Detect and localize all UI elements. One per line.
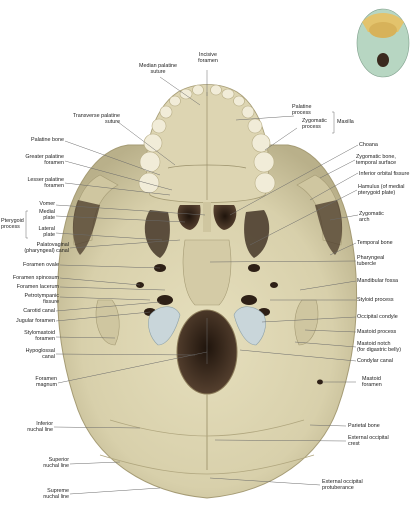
label-transverse-palatine-suture: Transverse palatine suture bbox=[72, 113, 120, 126]
label-median-palatine-suture: Median palatine suture bbox=[138, 63, 178, 76]
label-pharyngeal-tubercle: Pharyngeal tubercle bbox=[357, 255, 385, 268]
label-pterygoid-process: Pterygoid process bbox=[1, 218, 24, 231]
label-supreme-nuchal-line: Supreme nuchal line bbox=[43, 488, 69, 501]
label-inferior-nuchal-line: Inferior nuchal line bbox=[27, 421, 53, 434]
hard-palate bbox=[145, 84, 270, 203]
label-palatovaginal-canal: Palatovaginal (pharyngeal) canal bbox=[24, 242, 69, 255]
label-greater-palatine-foramen: Greater palatine foramen bbox=[25, 154, 64, 167]
label-carotid-canal: Carotid canal bbox=[23, 308, 55, 314]
label-external-occipital-crest: External occipital crest bbox=[348, 435, 389, 448]
label-zygomatic-arch: Zygomatic arch bbox=[359, 211, 384, 224]
temporal-fossa-left bbox=[72, 200, 100, 255]
label-hypoglossal-canal: Hypoglossal canal bbox=[25, 348, 55, 361]
label-foramen-lacerum: Foramen lacerum bbox=[16, 284, 59, 290]
mastoid-left bbox=[95, 299, 120, 346]
nuchal-lines bbox=[99, 419, 315, 475]
label-incisive-foramen: Incisive foramen bbox=[198, 52, 218, 65]
label-zygomatic-process: Zygomatic process bbox=[302, 118, 327, 131]
pterygoid-right bbox=[244, 210, 270, 258]
label-palatine-bone: Palatine bone bbox=[31, 137, 64, 143]
label-palatine-process: Palatine process bbox=[292, 104, 312, 117]
label-superior-nuchal-line: Superior nuchal line bbox=[43, 457, 69, 470]
label-stylomastoid-foramen: Stylomastoid foramen bbox=[24, 330, 55, 343]
label-inferior-orbital-fissure: Inferior orbital fissure bbox=[359, 171, 410, 177]
label-maxilla: Maxilla bbox=[337, 119, 354, 125]
pterygoid-left bbox=[144, 210, 170, 258]
occipital-condyle-right bbox=[233, 306, 266, 346]
label-occipital-condyle: Occipital condyle bbox=[357, 314, 398, 320]
temporal-fossa-right bbox=[315, 200, 343, 255]
label-parietal-bone: Parietal bone bbox=[348, 423, 380, 429]
label-foramen-ovale: Foramen ovale bbox=[23, 262, 59, 268]
label-lesser-palatine-foramen: Lesser palatine foramen bbox=[27, 177, 64, 190]
label-condylar-canal: Condylar canal bbox=[357, 358, 393, 364]
label-choana: Choana bbox=[359, 142, 378, 148]
transverse-palatine-suture-line bbox=[167, 164, 247, 169]
label-zygomatic-bone-temporal-surface: Zygomatic bone, temporal surface bbox=[356, 154, 397, 167]
label-hamulus: Hamulus (of medial pterygoid plate) bbox=[358, 184, 405, 197]
label-petrotympanic-fissure: Petrotympanic fissure bbox=[24, 293, 59, 306]
label-mastoid-foramen: Mastoid foramen bbox=[362, 376, 382, 389]
basiocciput bbox=[182, 239, 232, 306]
label-mandibular-fossa: Mandibular fossa bbox=[357, 278, 399, 284]
label-lateral-plate: Lateral plate bbox=[38, 226, 55, 239]
label-mastoid-notch: Mastoid notch (for digastric belly) bbox=[357, 341, 402, 354]
choana-left bbox=[177, 205, 201, 230]
label-foramen-magnum: Foramen magnum bbox=[35, 376, 57, 389]
label-external-occipital-protuberance: External occipital protuberance bbox=[322, 479, 363, 492]
label-mastoid-process: Mastoid process bbox=[357, 329, 397, 335]
label-vomer: Vomer bbox=[39, 201, 55, 207]
brackets bbox=[25, 111, 335, 364]
leader-lines bbox=[53, 70, 359, 495]
choana-right bbox=[213, 205, 237, 230]
label-medial-plate: Medial plate bbox=[39, 209, 55, 222]
teeth-row bbox=[138, 84, 276, 194]
orientation-thumbnail bbox=[356, 8, 410, 78]
label-jugular-foramen: Jugular foramen bbox=[16, 318, 55, 324]
label-foramen-spinosum: Foramen spinosum bbox=[12, 275, 59, 281]
label-styloid-process: Styloid process bbox=[357, 297, 394, 303]
occipital-condyle-left bbox=[148, 306, 181, 346]
label-temporal-bone: Temporal bone bbox=[357, 240, 393, 246]
vomer bbox=[203, 202, 211, 232]
